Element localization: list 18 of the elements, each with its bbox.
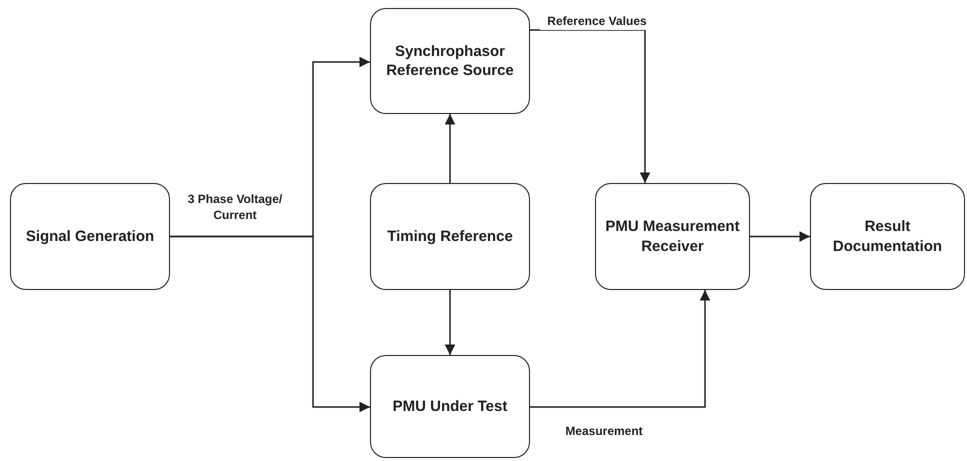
process-box [370,183,530,290]
box-label: Signal Generation [26,226,154,246]
process-box [810,183,965,290]
arrow [170,236,370,412]
box-label: Synchrophasor Reference Source [385,42,515,80]
arrow [530,29,650,183]
process-box [10,183,170,290]
box-label: PMU Measurement Receiver [604,217,741,256]
arrow [530,290,710,408]
arrow [750,231,810,242]
process-box [595,183,750,290]
arrow [444,290,456,355]
arrow [444,114,456,183]
box-label: Timing Reference [387,226,513,246]
box-label: Result Documentation [832,217,944,256]
process-box [370,8,530,114]
box-label: PMU Under Test [392,396,508,416]
process-box [370,355,530,458]
